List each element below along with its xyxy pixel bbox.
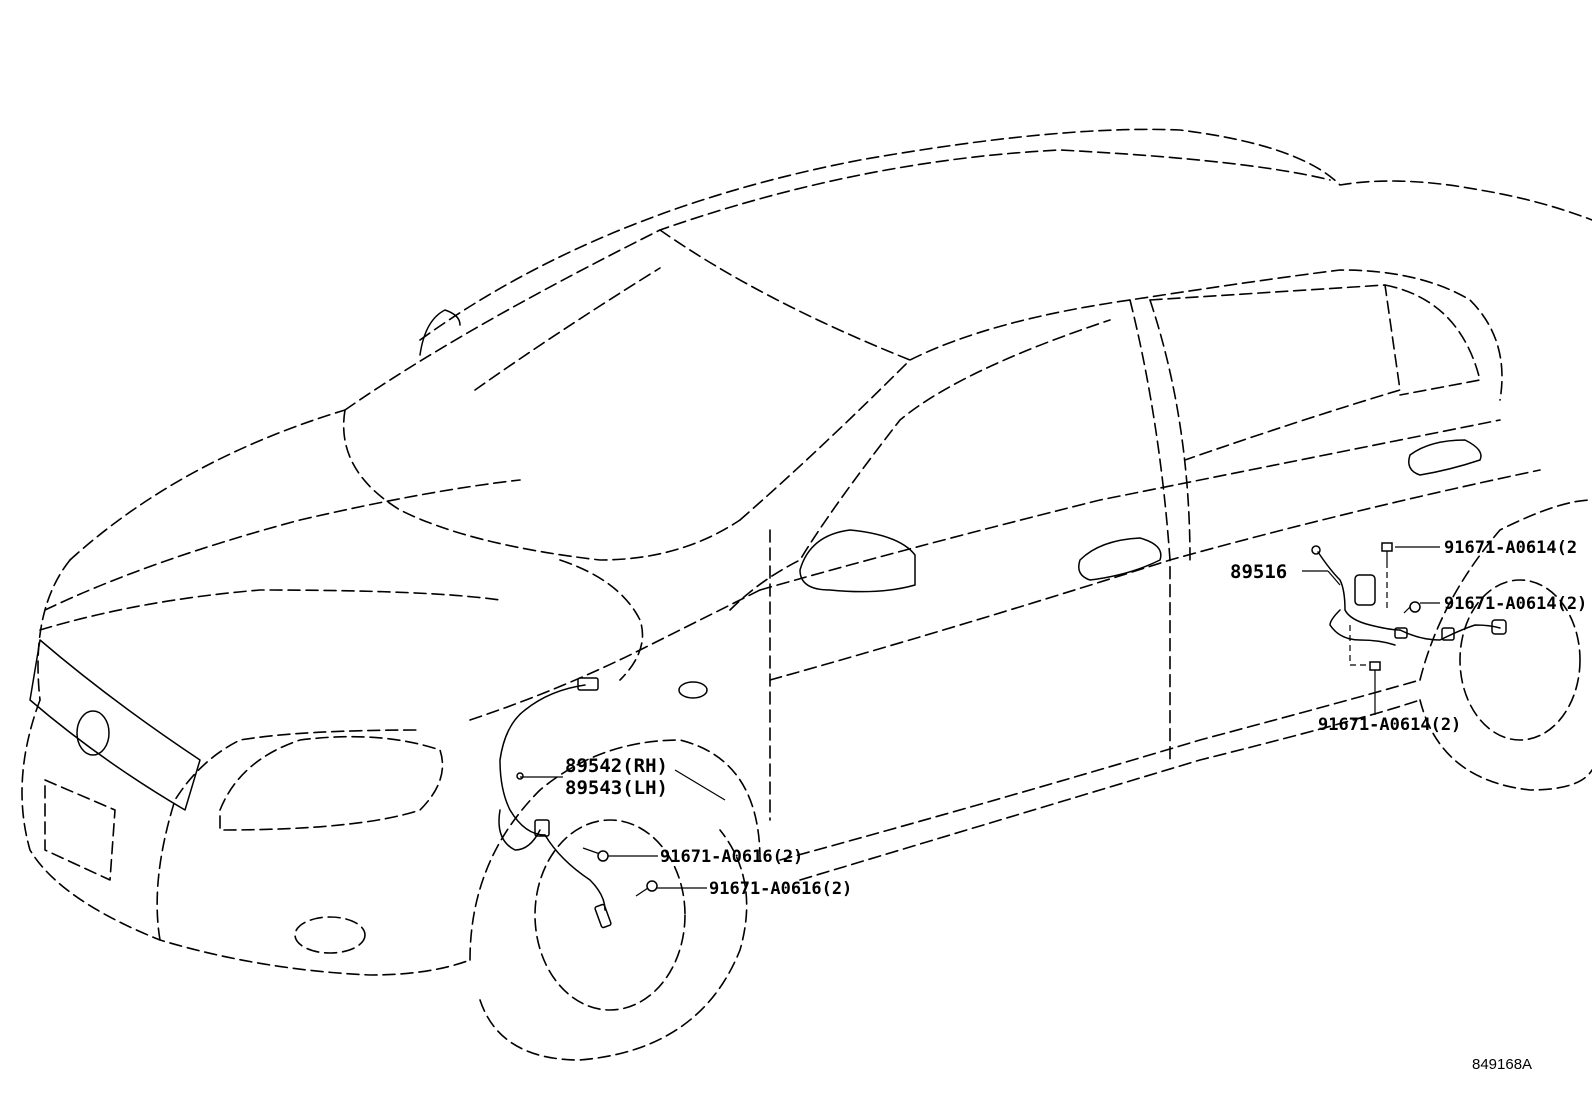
- rear-bolt-bottom-label: 91671-A0614(2): [1318, 715, 1461, 735]
- front-bolt-lower-icon: [635, 880, 658, 897]
- front-bolt-lower-label: 91671-A0616(2): [709, 879, 852, 899]
- rear-bolt-top-icon: [1381, 542, 1393, 562]
- rear-bolt-mid-icon: [1403, 601, 1421, 614]
- car-body-details: [29, 309, 1482, 811]
- front-grille: [29, 639, 201, 811]
- front-sensor-rh-label: 89542(RH): [565, 755, 668, 777]
- diagram-reference-number: 849168A: [1472, 1056, 1532, 1073]
- rear-bolt-mid-label: 91671-A0614(2): [1444, 594, 1587, 614]
- front-door-handle: [1078, 537, 1162, 581]
- antenna: [419, 309, 461, 356]
- rear-bolt-bottom-icon: [1369, 661, 1381, 680]
- car-body-outline: [21, 128, 1592, 1061]
- rear-door-handle: [1408, 439, 1482, 476]
- front-speed-sensor: [498, 677, 612, 929]
- front-sensor-lh-label: 89543(LH): [565, 777, 668, 799]
- rear-speed-sensor: [1311, 545, 1507, 646]
- front-bolt-upper-label: 91671-A0616(2): [660, 847, 803, 867]
- rear-sensor-label: 89516: [1230, 561, 1287, 583]
- front-bolt-upper-icon: [582, 847, 609, 862]
- leader-lines: [520, 546, 1440, 889]
- callout-labels: 89542(RH) 89543(LH) 91671-A0616(2) 91671…: [565, 538, 1587, 1073]
- fender-marker: [678, 681, 708, 699]
- rear-bolt-top-label: 91671-A0614(2: [1444, 538, 1577, 558]
- side-mirror: [799, 529, 916, 593]
- emblem: [76, 710, 110, 756]
